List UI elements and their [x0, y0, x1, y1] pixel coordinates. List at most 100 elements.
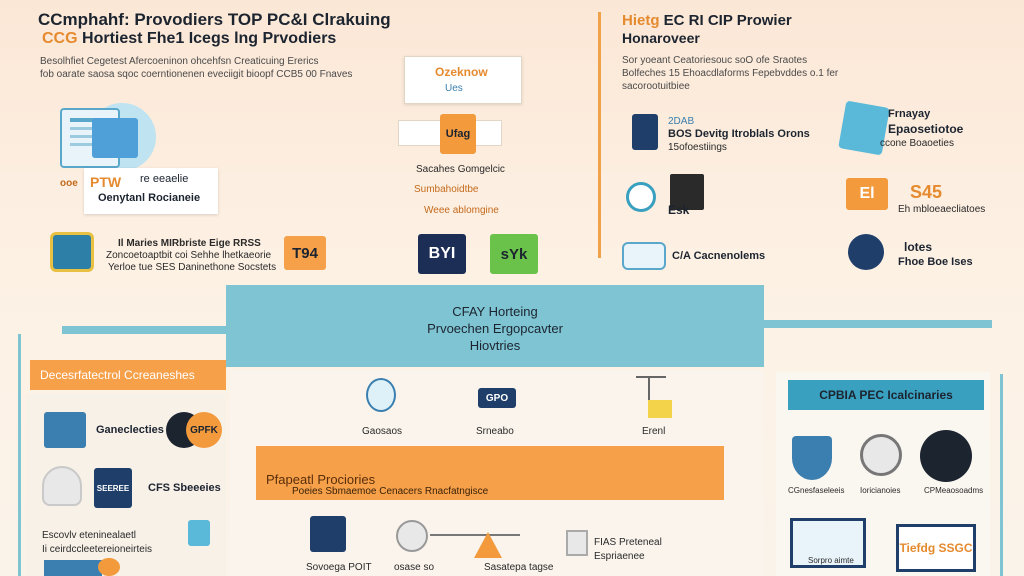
- page-title-accent: CCG: [42, 30, 78, 47]
- header-subtitle-2: fob oarate saosa sqoc coerntionenen evec…: [40, 69, 353, 80]
- lower-center-bottom1: Sovoega POIT: [306, 562, 372, 573]
- left-bracket: [18, 334, 21, 576]
- mid-left-line1: Il Maries MIRbriste Eige RRSS: [118, 238, 261, 249]
- right-item1-icon: 2DAB: [668, 116, 695, 127]
- right-subtitle-3: sacorootuitbiee: [622, 81, 690, 92]
- lower-right-cert-label: Ioricianoies: [860, 486, 901, 495]
- tile-syk: sYk: [490, 234, 538, 274]
- lower-left-item2: CFS Sbeeeies: [148, 482, 221, 494]
- info-card: PTW re eeaelie Oenytanl Rocianeie: [84, 168, 218, 214]
- center-banner: CFAY Horteing Prvoechen Ergopcavter Hiov…: [226, 285, 764, 367]
- lower-center-icon3: [648, 400, 672, 418]
- center-banner-line1: CFAY Horteing: [452, 304, 538, 319]
- right-subtitle-2: Bolfeches 15 Ehoacdlaforms Fepebvddes o.…: [622, 68, 839, 79]
- lower-left-tab: Decesrfatectrol Ccreaneshes: [30, 360, 226, 390]
- tile-t94: T94: [284, 236, 326, 270]
- lower-center-icon2-label: Srneabo: [476, 426, 514, 437]
- center-banner-line3: Hiovtries: [469, 338, 521, 353]
- cert-icon: [860, 434, 902, 476]
- connector-line-vertical: [648, 378, 650, 408]
- lower-center-icon1-label: Gaosaos: [362, 426, 403, 437]
- security-icon: [366, 378, 396, 412]
- right-title-accent: Hietg: [622, 12, 660, 29]
- lower-right-screen-label: Sorpro aimte: [808, 556, 854, 565]
- ring-icon: [626, 182, 656, 212]
- lower-left-item4: Ii ceirdccleetereioneirteis: [42, 544, 153, 555]
- rate-sub: Eh mbloeaecliatoes: [898, 204, 986, 215]
- mid-left-line3: Yerloe tue SES Daninethone Socstets: [108, 262, 277, 273]
- lower-left-icon2: SEEREE: [94, 468, 132, 508]
- badge-small: ooe: [60, 178, 78, 189]
- right-far-badge-sub: Epaosetiotoe: [888, 122, 964, 136]
- lower-right-shield-icon: [792, 436, 832, 480]
- header-subtitle-1: Besolhfiet Cegetest Afercoeninon ohcehfs…: [40, 56, 319, 67]
- banner-left-stripe: [62, 326, 226, 334]
- shield-badge-icon: [50, 232, 94, 272]
- laptop-icon: Tiefdg SSGC: [896, 524, 976, 572]
- lower-left-item3: Escovlv eteninealaetl: [42, 530, 136, 541]
- server-rack-icon: [310, 516, 346, 552]
- tile-byi: BYI: [418, 234, 466, 274]
- lower-center-icon2: GPO: [478, 388, 516, 408]
- right-title: Hietg EC RI CIP Prowier: [622, 12, 792, 29]
- person-icon: [920, 430, 972, 482]
- info-card-line2: Oenytanl Rocianeie: [98, 192, 201, 204]
- package-icon: Ufag: [440, 114, 476, 154]
- right-title-line2: Honaroveer: [622, 30, 700, 46]
- right-bracket: [1000, 374, 1003, 576]
- lower-left-icon1: [44, 412, 86, 448]
- doc-icon: [566, 530, 588, 556]
- globe-icon: [848, 234, 884, 270]
- rate-icon: El: [846, 178, 888, 210]
- lower-left-circle-orange: GPFK: [186, 412, 222, 448]
- right-far-globe-title: lotes: [904, 240, 933, 254]
- lower-left-footer-block: [44, 560, 102, 576]
- right-far-badge-small: ccone Boaoeties: [880, 138, 954, 149]
- lower-right-shield-label: CGnesfaseleeis: [788, 486, 845, 495]
- page-title-line2: CCG Hortiest Fhe1 Icegs lng Prvodiers: [42, 30, 336, 48]
- server-icon: [632, 114, 658, 150]
- top-center-text1: Sacahes Gomgelcic: [416, 164, 505, 175]
- lower-right-person-label: CPMeaosoadms: [924, 486, 984, 495]
- page-title: CCmphahf: Provodiers TOP PC&I Clrakuing: [38, 10, 391, 29]
- top-center-text2: Sumbahoidtbe: [414, 184, 479, 195]
- badge-code: PTW: [90, 174, 122, 190]
- right-item2-text: Esk: [668, 203, 690, 217]
- right-item1-sub: 15ofoestiings: [668, 142, 727, 153]
- page-title-main: Hortiest Fhe1 Icegs lng Prvodiers: [82, 30, 337, 47]
- monitor-icon: [790, 518, 866, 568]
- right-far-badge-title: Frnayay: [888, 108, 931, 120]
- badge-circle-icon: [396, 520, 428, 552]
- mid-left-line2: Zoncoetoaptbit coi Sehhe lhetkaeorie: [106, 250, 272, 261]
- right-item3-text: C/A Cacnenolems: [672, 250, 766, 262]
- center-banner-line2: Prvoechen Ergopcavter: [427, 321, 563, 336]
- rate-value: S45: [910, 182, 943, 202]
- lower-center-tab: Pfapeatl Prociories: [256, 446, 724, 500]
- lower-center-icon3-label: Erenl: [642, 426, 666, 437]
- folder-icon: [92, 118, 138, 158]
- lower-left-item1: Ganeclecties: [96, 424, 164, 436]
- right-title-main: EC RI CIP Prowier: [663, 12, 792, 29]
- lower-left-footer-dot: [98, 558, 120, 576]
- top-center-card: Ozeknow Ues: [404, 56, 522, 104]
- lower-center-bottom3: Sasatepa tagse: [484, 562, 554, 573]
- right-subtitle-1: Sor yoeant Ceatoriesouc soO ofe Sraotes: [622, 55, 808, 66]
- lower-left-shield-icon: [42, 466, 82, 506]
- info-card-line1: re eeaelie: [140, 173, 189, 185]
- lower-center-tab-sub: Poeies Sbmaemoe Cenacers Rnacfatngisce: [292, 486, 489, 497]
- cloud-icon: [622, 242, 666, 270]
- right-far-globe-sub: Fhoe Boe Ises: [898, 256, 973, 268]
- top-card-sub: Ues: [445, 83, 463, 94]
- right-item1-text: BOS Devitg Itroblals Orons: [668, 128, 810, 140]
- banner-right-stripe: [764, 320, 992, 328]
- lower-center-bottom4: FIAS Preteneal Espriaenee: [594, 537, 662, 562]
- lower-connector: [430, 534, 520, 536]
- connector-line: [636, 376, 666, 378]
- lower-right-tab: CPBIA PEC Icalcinaries: [788, 380, 984, 410]
- lower-left-small-icon: [188, 520, 210, 546]
- top-card-title: Ozeknow: [435, 65, 488, 79]
- box-icon: [670, 174, 704, 210]
- top-center-text3: Weee ablomgine: [424, 205, 499, 216]
- lower-center-bottom2: osase so: [394, 562, 435, 573]
